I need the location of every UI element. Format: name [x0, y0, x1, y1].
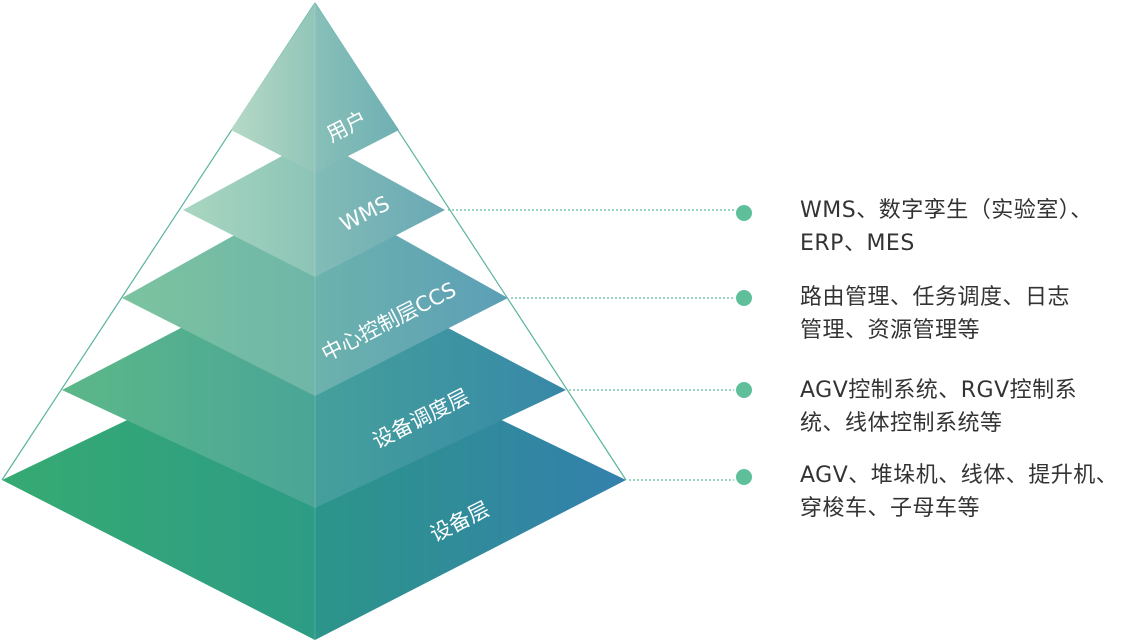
- bullet-dot-dispatch: [736, 382, 752, 398]
- description-ccs: 路由管理、任务调度、日志 管理、资源管理等: [800, 281, 1140, 347]
- description-wms: WMS、数字孪生（实验室）、 ERP、MES: [800, 194, 1140, 260]
- description-ccs-line1: 路由管理、任务调度、日志: [800, 285, 1071, 310]
- description-wms-line1: WMS、数字孪生（实验室）、: [800, 198, 1093, 223]
- bullet-dot-ccs: [736, 290, 752, 306]
- bullet-dot-wms: [736, 205, 752, 221]
- description-device-line1: AGV、堆垛机、线体、提升机、: [800, 463, 1119, 488]
- description-device-line2: 穿梭车、子母车等: [800, 496, 981, 521]
- description-wms-line2: ERP、MES: [800, 231, 915, 256]
- layer-wms: [183, 138, 445, 277]
- layer-user: [231, 3, 399, 173]
- description-dispatch-line1: AGV控制系统、RGV控制系: [800, 378, 1078, 403]
- description-device: AGV、堆垛机、线体、提升机、 穿梭车、子母车等: [800, 459, 1140, 525]
- description-ccs-line2: 管理、资源管理等: [800, 318, 981, 343]
- connectors: [448, 209, 734, 481]
- description-dispatch: AGV控制系统、RGV控制系 统、线体控制系统等: [800, 374, 1140, 440]
- bullet-dot-device: [736, 469, 752, 485]
- description-dispatch-line2: 统、线体控制系统等: [800, 411, 1003, 436]
